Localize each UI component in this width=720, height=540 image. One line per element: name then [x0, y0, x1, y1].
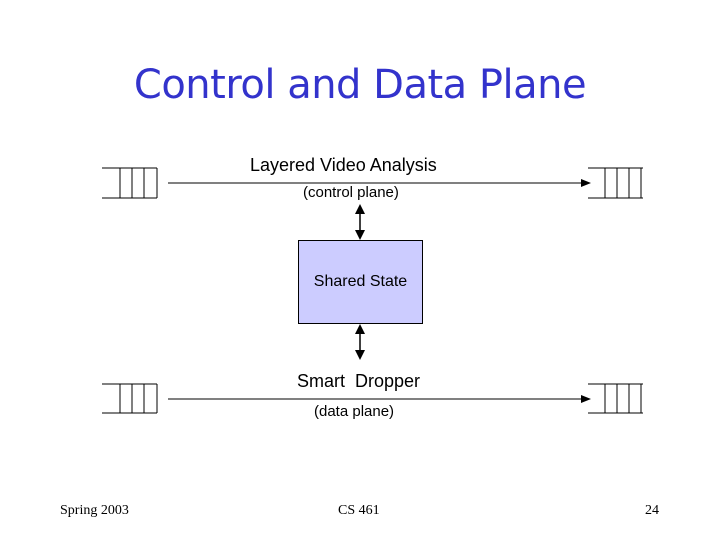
control-state-double-arrow: [355, 204, 365, 240]
slide-title: Control and Data Plane: [133, 62, 587, 108]
data-input-queue: [102, 383, 158, 414]
state-data-double-arrow: [355, 324, 365, 360]
footer-course: CS 461: [338, 503, 380, 518]
control-input-queue: [102, 167, 158, 199]
footer-date: Spring 2003: [60, 503, 129, 518]
shared-state-label: Shared State: [313, 273, 408, 290]
data-plane-label: Smart Dropper: [297, 371, 421, 391]
shared-state-box: Shared State: [298, 240, 423, 324]
footer-page-number: 24: [645, 503, 659, 518]
data-output-queue: [588, 383, 643, 414]
data-plane-sublabel: (data plane): [314, 403, 395, 420]
control-plane-sublabel: (control plane): [303, 184, 399, 201]
control-output-queue: [588, 167, 643, 199]
control-plane-label: Layered Video Analysis: [250, 155, 437, 175]
